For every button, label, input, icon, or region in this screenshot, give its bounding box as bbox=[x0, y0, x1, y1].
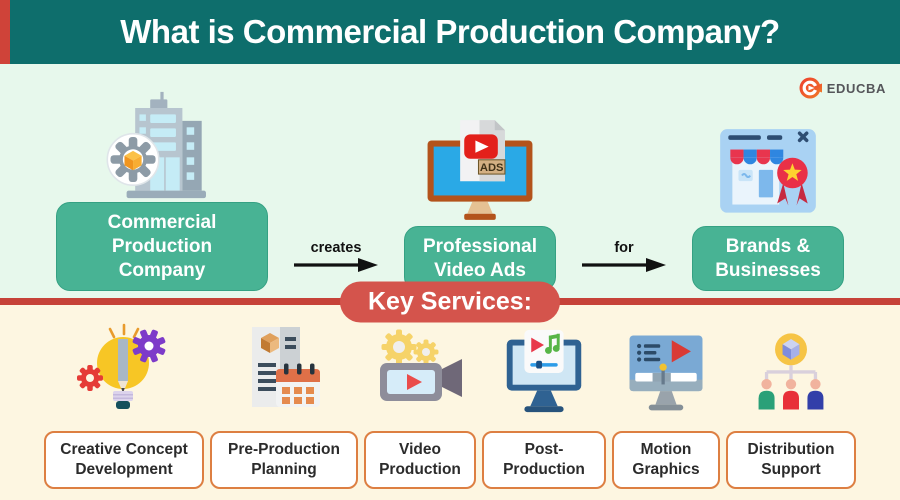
service-pre-production: Pre-Production Planning bbox=[210, 319, 358, 490]
service-video-production: Video Production bbox=[364, 319, 476, 490]
page-title: What is Commercial Production Company? bbox=[120, 13, 780, 50]
services-section: Creative Concept Development bbox=[0, 305, 900, 500]
distribution-network-icon bbox=[758, 333, 824, 410]
service-label-pre-production: Pre-Production Planning bbox=[210, 431, 358, 490]
service-label-post-production: Post-Production bbox=[482, 431, 606, 490]
service-label-distribution: Distribution Support bbox=[726, 431, 856, 490]
header-banner: What is Commercial Production Company? bbox=[0, 0, 900, 64]
motion-graphics-monitor-icon bbox=[629, 335, 703, 411]
building-gear-icon bbox=[106, 91, 206, 199]
ads-badge-text: ADS bbox=[480, 162, 504, 174]
services-divider: Key Services: bbox=[0, 281, 900, 322]
connector-creates: creates bbox=[293, 240, 379, 273]
service-label-motion-graphics: Motion Graphics bbox=[612, 431, 720, 490]
video-ads-button: Professional Video Ads bbox=[404, 225, 556, 292]
video-camera-icon bbox=[380, 329, 462, 401]
service-post-production: Post-Production bbox=[482, 319, 606, 490]
document-calendar-icon bbox=[252, 327, 320, 407]
service-distribution: Distribution Support bbox=[726, 319, 856, 490]
flow-row: Commercial Production Company creates bbox=[0, 64, 900, 292]
flow-node-brands: Brands & Businesses bbox=[692, 102, 844, 292]
brands-button: Brands & Businesses bbox=[692, 225, 844, 292]
flow-node-video-ads: ADS Professional Video Ads bbox=[404, 102, 556, 292]
monitor-video-ads-icon: ADS bbox=[427, 119, 533, 220]
header-accent-bar bbox=[0, 0, 10, 64]
connector-for: for bbox=[581, 240, 667, 273]
connector-creates-label: creates bbox=[310, 240, 362, 257]
flow-node-company: Commercial Production Company bbox=[56, 78, 268, 292]
educba-logo-icon bbox=[799, 77, 822, 99]
service-creative-concept: Creative Concept Development bbox=[44, 319, 204, 490]
flow-section: EDUCBA bbox=[0, 64, 900, 298]
storefront-award-icon bbox=[720, 128, 816, 213]
educba-logo-text: EDUCBA bbox=[826, 80, 886, 96]
service-label-video-production: Video Production bbox=[364, 431, 476, 490]
key-services-badge: Key Services: bbox=[339, 281, 561, 322]
educba-logo: EDUCBA bbox=[798, 76, 886, 100]
company-button: Commercial Production Company bbox=[56, 202, 268, 292]
arrow-right-icon bbox=[582, 258, 666, 273]
connector-for-label: for bbox=[614, 240, 634, 257]
service-motion-graphics: Motion Graphics bbox=[612, 319, 720, 490]
service-label-creative-concept: Creative Concept Development bbox=[44, 431, 204, 490]
arrow-right-icon bbox=[294, 258, 378, 273]
idea-bulb-icon bbox=[77, 323, 166, 409]
editing-monitor-icon bbox=[506, 329, 582, 413]
